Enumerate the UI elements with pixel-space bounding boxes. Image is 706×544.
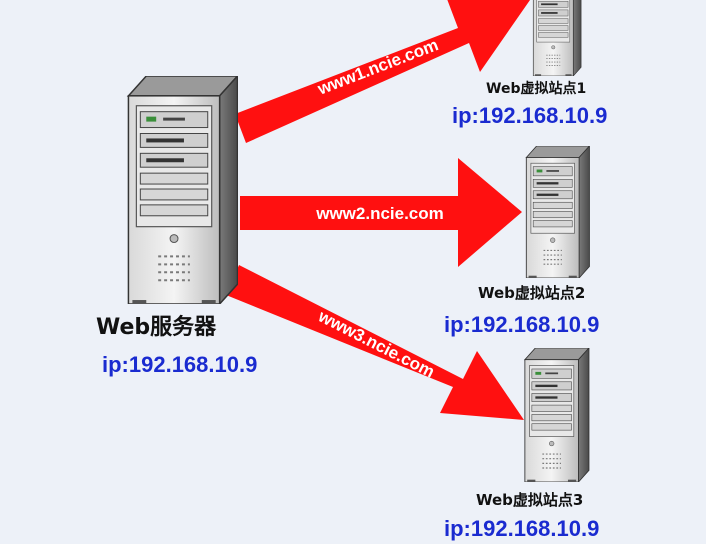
main-server-ip: ip:192.168.10.9 xyxy=(102,352,258,377)
site2-ip: ip:192.168.10.9 xyxy=(444,312,600,337)
arrow-www2: www2.ncie.com xyxy=(240,158,522,267)
site1-ip: ip:192.168.10.9 xyxy=(452,103,608,128)
main-server-icon xyxy=(127,76,238,304)
main-server-name: Web服务器 xyxy=(96,315,217,340)
site3-ip: ip:192.168.10.9 xyxy=(444,516,600,541)
site1-name: Web虚拟站点1 xyxy=(486,81,587,97)
site2-name: Web虚拟站点2 xyxy=(478,284,586,302)
site3-server-icon xyxy=(524,348,590,482)
site3-name: Web虚拟站点3 xyxy=(476,491,584,509)
arrow-label-www2: www2.ncie.com xyxy=(315,204,444,223)
site1-server-icon xyxy=(532,0,582,76)
arrow-label-www1: www1.ncie.com xyxy=(314,35,441,99)
site2-server-icon xyxy=(525,146,591,278)
arrow-label-www3: www3.ncie.com xyxy=(314,306,437,381)
